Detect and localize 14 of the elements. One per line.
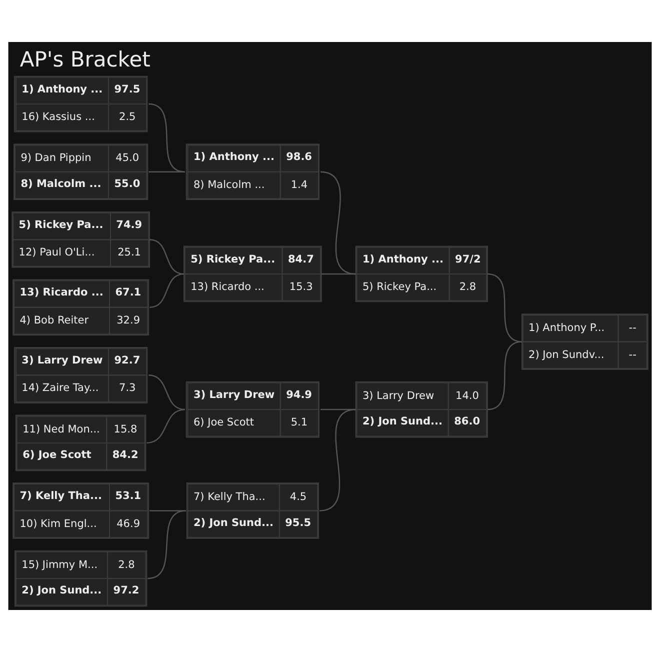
connector bbox=[148, 102, 185, 172]
connector bbox=[149, 272, 184, 308]
connector bbox=[320, 170, 356, 274]
connector bbox=[321, 272, 356, 274]
connector bbox=[150, 510, 186, 511]
connector bbox=[148, 374, 185, 410]
diagram-title: AP's Bracket bbox=[20, 46, 150, 71]
connector bbox=[148, 170, 185, 172]
connector bbox=[487, 272, 522, 342]
connector bbox=[148, 510, 186, 579]
connector bbox=[146, 408, 185, 444]
connector bbox=[487, 340, 522, 410]
connector bbox=[319, 408, 356, 511]
connector bbox=[149, 238, 184, 274]
